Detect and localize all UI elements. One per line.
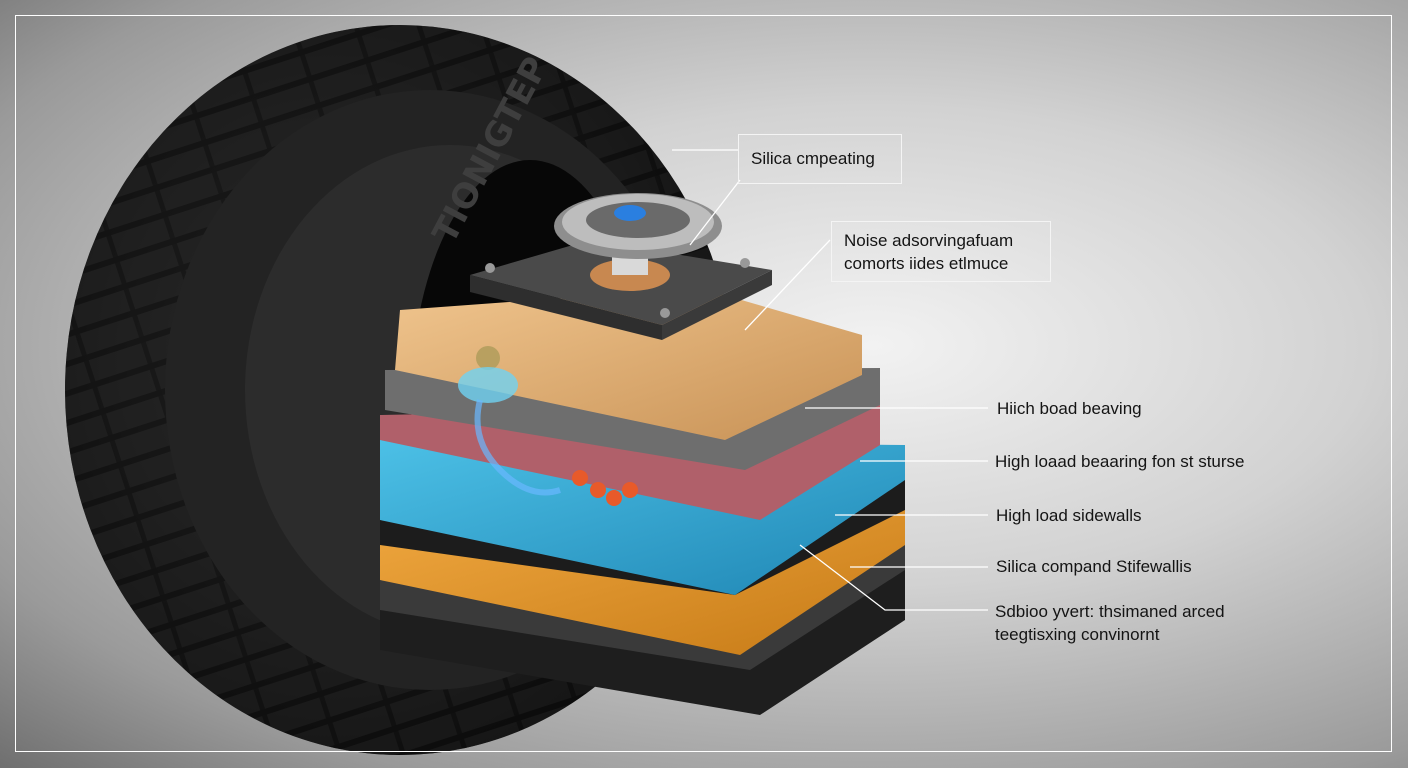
callout-high-load-beaving: Hiich boad beaving [997, 398, 1142, 420]
callout-text: teegtisxing convinornt [995, 625, 1160, 644]
leader-lines [672, 149, 988, 611]
callout-silica-compand: Silica compand Stifewallis [996, 556, 1192, 578]
callout-text: comorts iides etlmuce [844, 253, 1009, 273]
callout-text: Hiich boad beaving [997, 399, 1142, 418]
sensor-blue-cap [614, 205, 646, 221]
callout-text: Sdbioo yvert: thsimaned arced [995, 602, 1225, 621]
valve-element [458, 346, 638, 506]
leader-noise-absorbing [744, 239, 831, 331]
leader-silica-competing-diag [689, 179, 741, 246]
callout-sidioo-yvert: Sdbioo yvert: thsimaned arced teegtisxin… [995, 600, 1225, 646]
callout-text: Silica cmpeating [751, 149, 875, 168]
leader-sidioo-yvert [799, 544, 988, 611]
callout-high-load-bearing: High loaad beaaring fon st sturse [995, 451, 1245, 473]
layer-foam-tan [395, 288, 862, 440]
callout-high-load-sidewalls: High load sidewalls [996, 505, 1142, 527]
callout-text: Noise adsorvingafuam [844, 230, 1014, 250]
sensor-module [470, 193, 772, 340]
callout-text: High load sidewalls [996, 506, 1142, 525]
callout-silica-competing: Silica cmpeating [738, 134, 902, 184]
callout-text: High loaad beaaring fon st sturse [995, 452, 1245, 471]
layer-stack [380, 288, 905, 715]
callout-noise-absorbing: Noise adsorvingafuam comorts iides etlmu… [831, 221, 1051, 282]
callout-text: Silica compand Stifewallis [996, 557, 1192, 576]
